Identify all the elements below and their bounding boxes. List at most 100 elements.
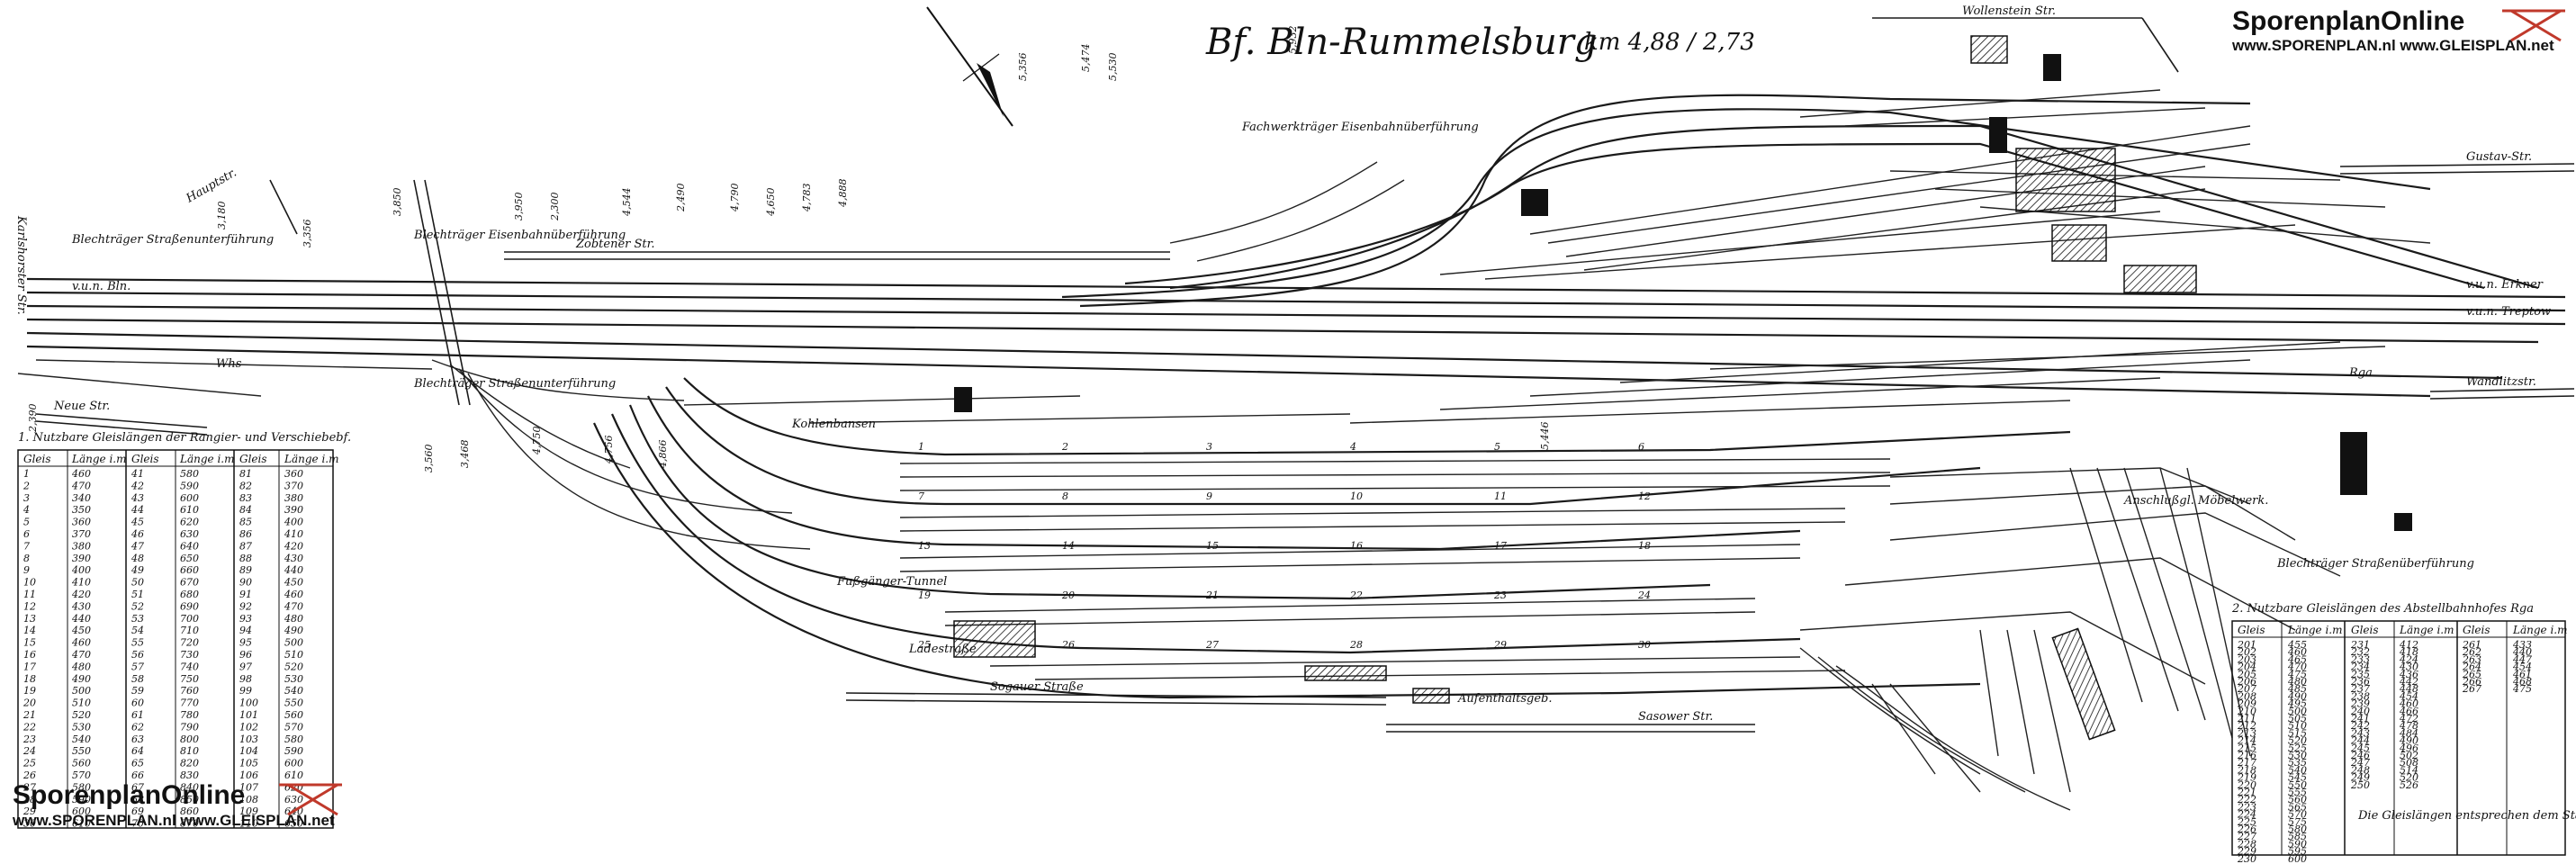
table-cell: 27 [23,781,36,793]
table-cell: 460 [71,637,91,649]
table-cell: 530 [2288,750,2307,761]
track-number: 9 [1206,490,1212,502]
table-cell: 360 [284,468,303,480]
table-cell: 460 [71,468,91,480]
table-cell: 580 [2288,824,2307,835]
watermark-bottom-urls: www.SPORENPLAN.nl www.GLEISPLAN.net [12,812,335,829]
table-cell: 410 [71,577,91,589]
table-cell: 600 [284,758,303,770]
table-cell: 455 [2287,639,2307,651]
table-cell: 91 [239,589,252,600]
table-header: Gleis [2463,624,2490,636]
table-cell: 263 [2462,653,2481,665]
table-header: Gleis [2238,624,2265,636]
table-cell: 46 [131,528,144,540]
lower-yard-tracks [592,341,2386,699]
table-cell: 595 [2288,846,2307,858]
track-number: 14 [1062,540,1075,552]
table-cell: 60 [131,698,144,709]
table-cell: 224 [2237,809,2256,821]
table-cell: 48 [131,553,144,564]
table-cell: 227 [2237,831,2256,842]
table-cell: 70 [131,818,144,830]
table-cell: 580 [72,781,91,793]
table-cell: 245 [2350,742,2370,754]
table-cell: 237 [2350,683,2370,695]
table-cell: 265 [2462,669,2481,680]
table-cell: 9 [23,564,30,576]
table-cell: 590 [72,794,91,806]
table-cell: 690 [180,600,199,612]
table-cell: 565 [2288,801,2307,813]
table-cell: 93 [239,613,252,625]
km-mark: 3,950 [513,193,525,221]
table-cell: 249 [2350,772,2370,784]
table-cell: 22 [23,721,36,733]
table-cell: 240 [2350,706,2370,717]
table-cell: 472 [2399,713,2418,724]
table-cell: 244 [2350,735,2370,747]
table-cell: 15 [23,637,36,649]
table-cell: 97 [239,661,252,672]
km-mark: 4,544 [621,188,633,218]
km-mark: 4,783 [801,184,813,213]
table-cell: 204 [2237,662,2256,673]
table-cell: 510 [284,649,303,661]
track-number: 16 [1350,540,1363,552]
track-number: 25 [917,639,931,651]
table2-title: 2. Nutzbare Gleislängen des Abstellbahnh… [2231,602,2534,616]
table-cell: 202 [2237,646,2256,658]
table-cell: 461 [2512,669,2532,680]
label-hauptstr: Hauptstr. [184,166,239,206]
table-cell: 475 [2512,683,2532,695]
table-cell: 370 [72,528,91,540]
table-cell: 234 [2350,662,2370,673]
table-cell: 225 [2237,816,2256,828]
track-number: 13 [918,540,931,552]
track-number: 23 [1493,590,1507,601]
table-cell: 56 [131,649,144,661]
table-cell: 100 [239,698,258,709]
table-cell: 466 [2399,706,2418,717]
table-header: Länge i.m [179,453,234,465]
logo-rail-icon [2502,9,2565,42]
label-bridge3: Fachwerkträger Eisenbahnüberführung [1241,121,1479,134]
track-number: 5 [1494,441,1500,453]
table1-title: 1. Nutzbare Gleislängen der Rangier- und… [18,431,351,445]
table-cell: 750 [180,673,199,685]
table-cell: 770 [180,698,199,709]
table-cell: 52 [131,600,144,612]
table-cell: 850 [180,794,199,806]
table-cell: 90 [239,577,252,589]
table-cell: 222 [2237,794,2256,806]
track-number: 21 [1205,590,1219,601]
km-mark: 3,356 [302,220,313,248]
table-cell: 550 [72,745,91,757]
table-cell: 63 [131,734,144,745]
label-neuestr: Neue Str. [53,400,110,413]
rga-tracks [1799,467,2251,811]
table-cell: 630 [180,528,199,540]
table-cell: 108 [239,794,258,806]
track-number: 10 [1350,490,1363,502]
table-cell: 448 [2399,683,2418,695]
table-cell: 212 [2237,720,2256,732]
table-cell: 760 [180,685,199,697]
table-header: Gleis [239,453,267,465]
table-cell: 480 [71,661,91,672]
table-cell: 468 [2512,676,2532,688]
table-cell: 94 [239,625,252,636]
label-whs: Whs [216,357,242,371]
table-cell: 246 [2350,750,2370,761]
table-cell: 600 [2288,853,2307,864]
table-cell: 59 [131,685,144,697]
table-header: Länge i.m [284,453,338,465]
table-cell: 480 [2287,676,2307,688]
table-cell: 475 [2287,669,2307,680]
table-cell: 239 [2350,698,2370,710]
table-cell: 214 [2237,735,2256,747]
table-cell: 540 [284,685,303,697]
label-bridge5: Blechträger Straßenüberführung [2276,557,2474,571]
table-cell: 470 [71,480,91,491]
table-cell: 495 [2287,698,2307,710]
